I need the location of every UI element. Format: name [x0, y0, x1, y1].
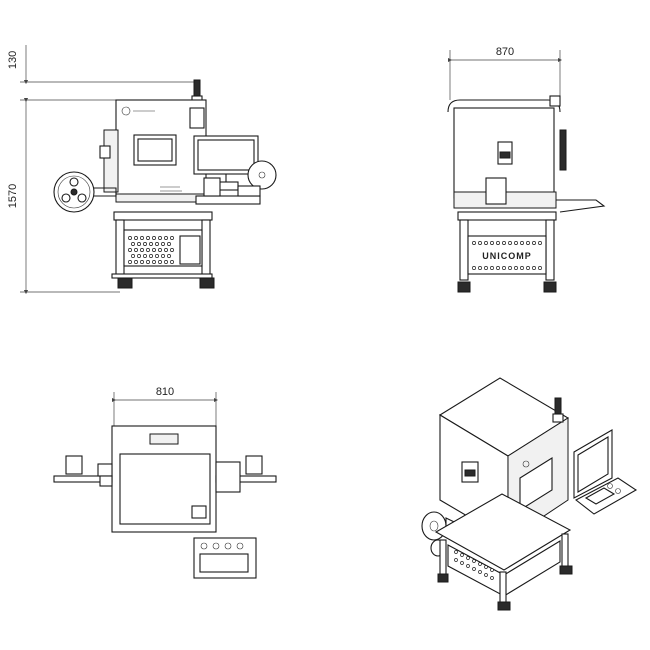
- dimension-label-810: 810: [156, 386, 174, 398]
- dimension-label-870: 870: [496, 46, 514, 58]
- side-tray: [556, 199, 606, 213]
- top-cabinet: [111, 425, 217, 533]
- front-feeder-tray: [195, 177, 261, 205]
- dimension-label-1570: 1570: [7, 184, 19, 208]
- front-left-reel: [53, 171, 117, 213]
- top-view: 810: [53, 386, 277, 579]
- iso-console-tray: [574, 477, 638, 515]
- top-monitor-console: [193, 537, 257, 579]
- top-right-reel: [215, 455, 277, 493]
- isometric-view: [421, 377, 638, 611]
- front-right-reel: [247, 160, 277, 190]
- top-left-reel: [53, 455, 113, 487]
- top-dimension-lines: [111, 392, 219, 430]
- side-dimension-lines: [447, 50, 563, 100]
- front-stand: [111, 211, 215, 289]
- dimension-label-130: 130: [7, 51, 19, 69]
- front-cabinet: [99, 99, 207, 203]
- side-brand-panel-text: UNICOMP: [482, 251, 532, 261]
- side-vent-holes: [472, 241, 542, 270]
- iso-beacon: [552, 397, 564, 423]
- front-vent-holes: [128, 236, 174, 264]
- iso-stand: [434, 493, 573, 611]
- iso-vent-holes: [454, 550, 494, 580]
- front-view: 130 1570: [7, 45, 277, 295]
- side-view: 870 UNICOMP: [447, 46, 606, 293]
- front-monitor: [193, 135, 259, 191]
- side-cabinet: [447, 95, 567, 209]
- iso-monitor: [573, 429, 613, 499]
